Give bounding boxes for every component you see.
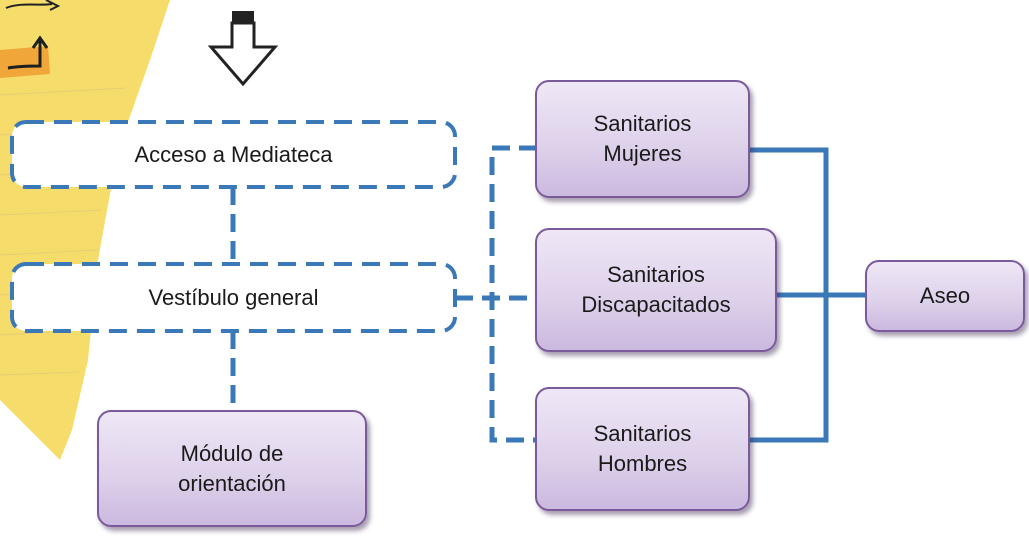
orange-highlight <box>0 46 50 78</box>
sticky-note-scribble <box>5 0 61 11</box>
node-aseo: Aseo <box>865 260 1025 332</box>
solid-connectors <box>750 147 867 443</box>
node-mujeres-line2: Mujeres <box>603 141 682 166</box>
node-vestibulo-label: Vestíbulo general <box>148 284 319 310</box>
node-aseo-label: Aseo <box>919 283 971 308</box>
node-vestibulo-general: Vestíbulo general <box>12 264 455 331</box>
dashed-connectors <box>230 145 537 443</box>
node-mujeres-line1: Sanitarios <box>593 111 692 136</box>
node-sanitarios-hombres: Sanitarios Hombres <box>535 387 750 511</box>
down-arrow-icon <box>207 11 279 87</box>
sticky-note-paper <box>0 0 170 460</box>
node-discapacitados-line2: Discapacitados <box>581 292 731 317</box>
node-acceso-label: Acceso a Mediateca <box>134 141 333 167</box>
node-modulo-line1: Módulo de <box>180 440 284 466</box>
node-sanitarios-discapacitados: Sanitarios Discapacitados <box>535 228 777 352</box>
node-sanitarios-mujeres: Sanitarios Mujeres <box>535 80 750 198</box>
node-acceso-mediateca: Acceso a Mediateca <box>12 122 455 187</box>
node-hombres-line2: Hombres <box>597 451 688 476</box>
node-modulo-line2: orientación <box>178 470 286 496</box>
node-hombres-line1: Sanitarios <box>593 421 692 446</box>
node-modulo-orientacion: Módulo de orientación <box>97 410 367 527</box>
node-discapacitados-line1: Sanitarios <box>607 262 705 287</box>
handwritten-arrow-icon <box>7 35 49 70</box>
